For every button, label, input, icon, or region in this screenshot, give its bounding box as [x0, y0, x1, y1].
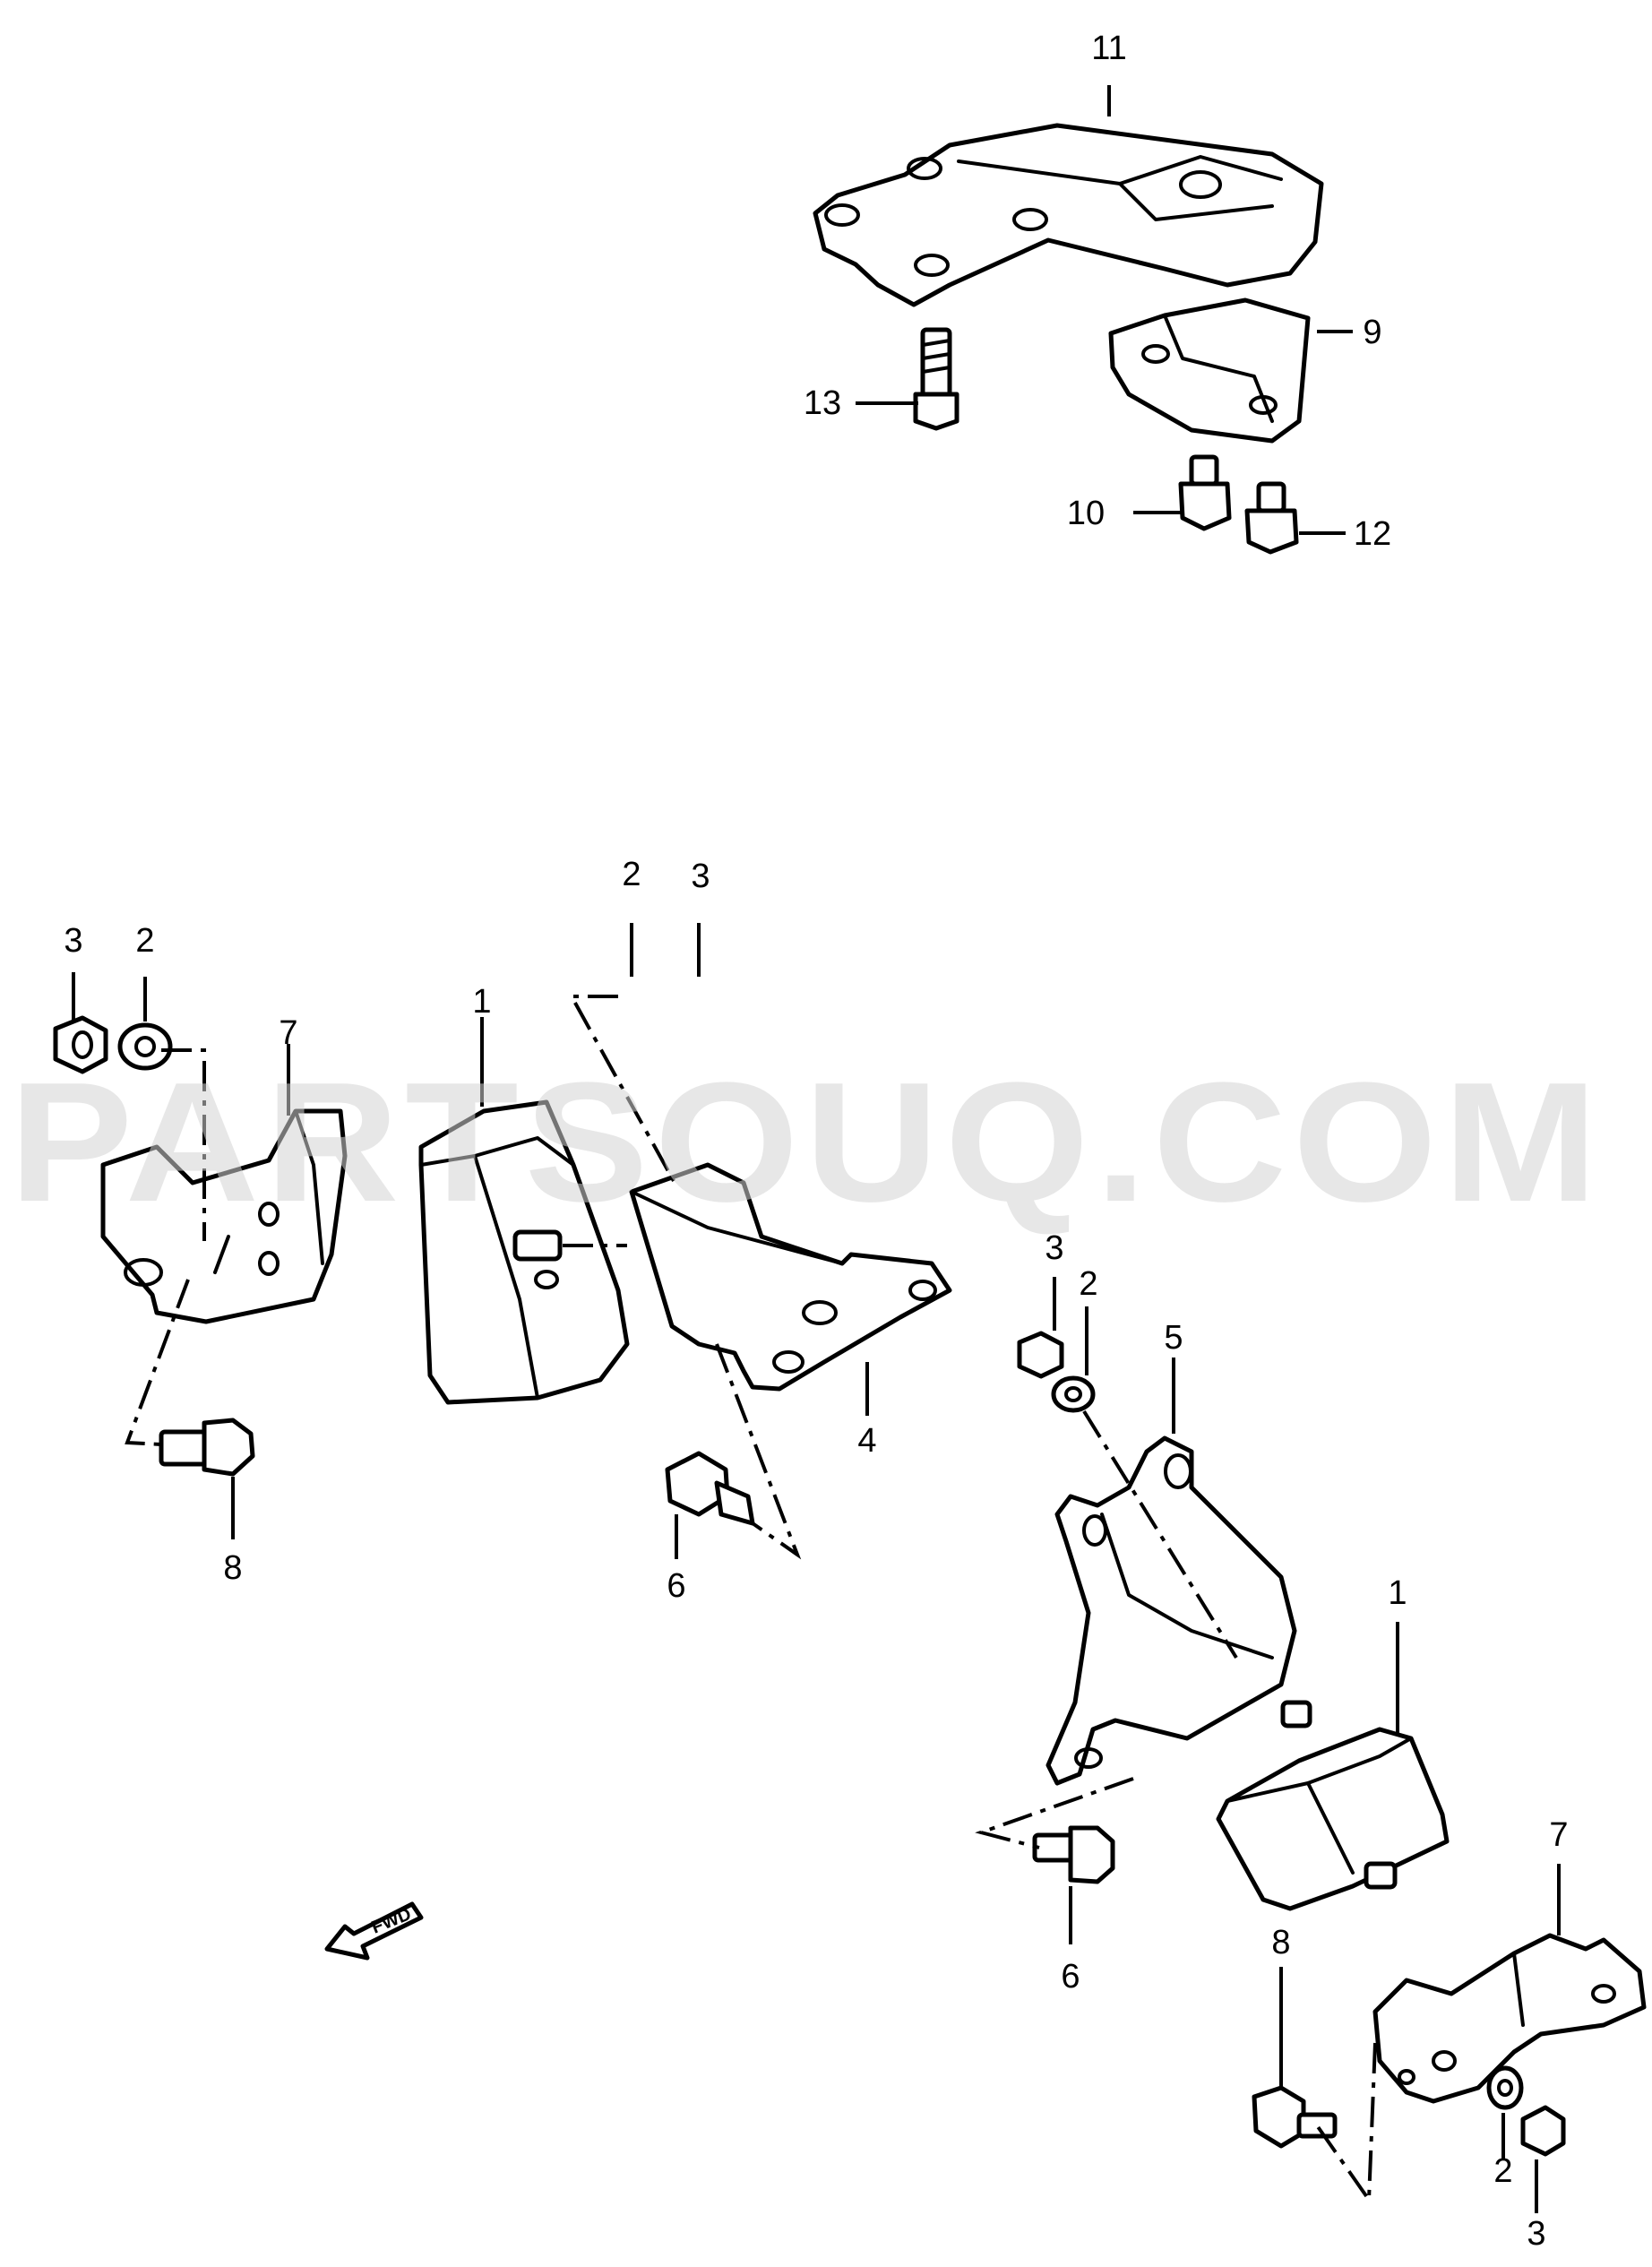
part-3-nut-bottom[interactable] — [1520, 2105, 1566, 2157]
part-5-bracket-right[interactable] — [1045, 1435, 1297, 1786]
callout-11: 11 — [1091, 30, 1126, 67]
callout-3-bottom: 3 — [1527, 2215, 1545, 2253]
callout-2-left: 2 — [135, 922, 154, 960]
callout-3-right: 3 — [1045, 1229, 1063, 1267]
part-4-bracket-left[interactable] — [629, 1162, 952, 1392]
callout-1-right: 1 — [1388, 1574, 1407, 1612]
callout-9: 9 — [1363, 314, 1381, 351]
part-1-rubber-mount-left[interactable] — [418, 1099, 630, 1405]
callout-3-left: 3 — [64, 922, 82, 960]
leader-lines — [72, 85, 1561, 2213]
callout-2-mid: 2 — [622, 856, 641, 893]
part-1-rubber-mount-right[interactable] — [1216, 1700, 1450, 1911]
part-8-bolt-left[interactable] — [159, 1418, 255, 1477]
callout-2-right: 2 — [1079, 1265, 1097, 1303]
part-8-bolt-right[interactable] — [1252, 2085, 1338, 2149]
part-7-bracket-left[interactable] — [100, 1108, 348, 1324]
callout-8-left: 8 — [223, 1549, 242, 1587]
callout-13: 13 — [804, 384, 841, 422]
callout-12: 12 — [1354, 515, 1391, 553]
part-9-mount-cushion[interactable] — [1108, 297, 1311, 444]
callout-6-right: 6 — [1061, 1958, 1080, 1995]
part-11-upper-bracket[interactable] — [813, 123, 1324, 307]
callout-8-right: 8 — [1271, 1924, 1290, 1961]
part-3-nut-left[interactable] — [53, 1015, 108, 1074]
part-6-bolt-right[interactable] — [1032, 1825, 1115, 1884]
assembly-lines — [125, 995, 1377, 2206]
part-3-nut-right[interactable] — [1017, 1331, 1064, 1379]
callout-5: 5 — [1164, 1319, 1183, 1357]
callout-1-left: 1 — [472, 983, 491, 1021]
callout-2-bottom: 2 — [1493, 2152, 1512, 2190]
part-13-bolt[interactable] — [913, 327, 959, 431]
callout-10: 10 — [1067, 495, 1105, 532]
part-2-washer-right[interactable] — [1051, 1375, 1096, 1413]
callout-3-mid: 3 — [691, 858, 710, 895]
callout-6-left: 6 — [667, 1567, 685, 1605]
part-10-stud-nut[interactable] — [1178, 454, 1232, 531]
part-2-washer-bottom[interactable] — [1486, 2065, 1524, 2110]
callout-4: 4 — [857, 1422, 876, 1460]
watermark: PARTSOUQ.COM — [9, 1047, 1604, 1237]
fwd-arrow-icon: FWD — [324, 1901, 424, 1961]
callout-7-right: 7 — [1549, 1816, 1568, 1854]
callout-7-left: 7 — [279, 1014, 297, 1052]
part-12-stud-nut[interactable] — [1244, 481, 1299, 555]
callout-labels: 11 13 9 10 12 3 2 7 1 2 3 4 6 8 3 2 5 1 … — [64, 30, 1568, 2253]
part-7-bracket-right[interactable] — [1372, 1933, 1647, 2104]
part-2-washer-left[interactable] — [117, 1022, 173, 1071]
part-6-bolt-left[interactable] — [665, 1451, 755, 1526]
